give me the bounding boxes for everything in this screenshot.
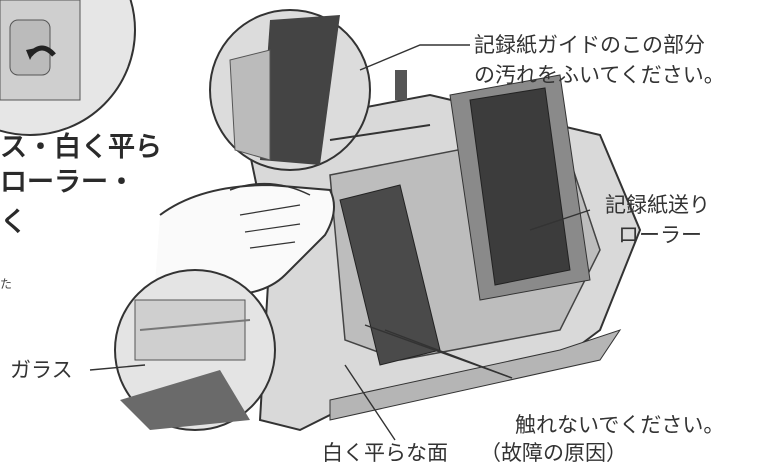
inset-guide [209, 9, 431, 171]
callout-no-touch-line1: 触れないでください。 [515, 413, 725, 437]
inset-top-left [0, 0, 136, 136]
callout-roller-line1: 記録紙送り [605, 193, 710, 217]
heading-note: た [0, 277, 13, 291]
heading-line1: ス・白く平ら [0, 132, 162, 163]
callout-white-flat: 白く平らな面 [322, 441, 448, 465]
fax-body [243, 70, 642, 432]
callout-no-touch-line2: （故障の原因） [480, 441, 627, 465]
heading-line2: ローラー・ [0, 167, 135, 198]
callout-guide-line2: の汚れをふいてください。 [474, 63, 725, 87]
heading-line3: く [0, 207, 27, 238]
callout-guide-line1: 記録紙ガイドのこの部分 [474, 33, 705, 57]
inset-glass [114, 269, 276, 431]
leader-lines [89, 44, 591, 441]
hand-with-cloth [154, 182, 335, 297]
callout-roller-line2: ローラー [618, 223, 702, 247]
callout-glass: ガラス [10, 358, 73, 382]
